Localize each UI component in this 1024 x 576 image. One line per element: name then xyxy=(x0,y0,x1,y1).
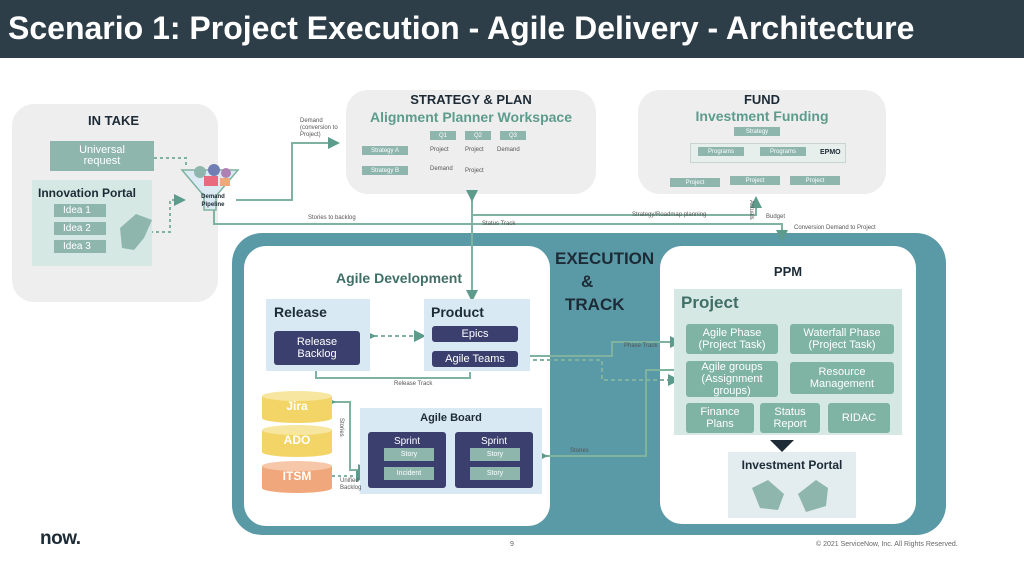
strategy-b-cell-1: Demand xyxy=(430,166,453,172)
stories-right-label: Stories xyxy=(570,448,589,454)
strategy-subtitle: Alignment Planner Workspace xyxy=(369,109,572,125)
demand-funnel-icon xyxy=(180,164,240,211)
quarter-q2: Q2 xyxy=(465,131,491,140)
title-bar xyxy=(0,0,1024,58)
strategy-b[interactable]: Strategy B xyxy=(362,166,408,175)
ppm-status-report[interactable]: Status Report xyxy=(760,403,820,433)
strategy-a-cell-1: Project xyxy=(430,147,449,153)
investment-portal-title: Investment Portal xyxy=(741,458,843,472)
ppm-agile-groups[interactable]: Agile groups (Assignment groups) xyxy=(686,361,778,397)
ppm-finance-plans[interactable]: Finance Plans xyxy=(686,403,754,433)
strategy-a-cell-3: Demand xyxy=(497,147,520,153)
fund-project-3: Project xyxy=(790,176,840,185)
demand-pipeline-label: Demand Pipeline xyxy=(201,194,225,208)
servicenow-logo: now. xyxy=(40,528,81,549)
fund-title: FUND xyxy=(743,92,781,107)
phase-track-label: Phase Track xyxy=(624,343,658,349)
agile-board-title: Agile Board xyxy=(420,412,482,424)
sprint-1-story[interactable]: Story xyxy=(384,448,434,461)
idea-2[interactable]: Idea 2 xyxy=(54,222,106,235)
sprint-2-story-2[interactable]: Story xyxy=(470,467,520,480)
actuals-label: Actuals xyxy=(748,200,754,220)
release-backlog-box[interactable]: Release Backlog xyxy=(274,331,360,365)
ppm-agile-phase[interactable]: Agile Phase (Project Task) xyxy=(686,324,778,354)
page-number: 9 xyxy=(510,541,514,548)
strategy-roadmap-label: Strategy/Roadmap planning xyxy=(632,212,707,218)
ppm-resource-management[interactable]: Resource Management xyxy=(790,362,894,394)
quarter-q3: Q3 xyxy=(500,131,526,140)
investment-portal-panel xyxy=(728,452,856,518)
epics-box[interactable]: Epics xyxy=(432,326,518,342)
sprint-2-story-1[interactable]: Story xyxy=(470,448,520,461)
execution-line-1: EXECUTION xyxy=(555,249,655,268)
stories-left-label: Stories xyxy=(338,418,344,437)
fund-project-2: Project xyxy=(730,176,780,185)
investment-portal-shapes-icon xyxy=(752,480,828,512)
fund-strategy: Strategy xyxy=(734,127,780,136)
fund-programs-2: Programs xyxy=(760,147,806,156)
portal-shape-icon xyxy=(120,214,152,250)
idea-3[interactable]: Idea 3 xyxy=(54,240,106,253)
strategy-panel xyxy=(346,90,596,194)
ppm-ridac[interactable]: RIDAC xyxy=(828,403,890,433)
sprint-1-title: Sprint xyxy=(393,436,421,447)
ado-cylinder xyxy=(262,425,332,457)
demand-conversion-label: Demand (conversion to Project) xyxy=(300,118,338,138)
release-track-label: Release Track xyxy=(394,381,433,387)
sprint-1-incident[interactable]: Incident xyxy=(384,467,434,480)
universal-request-box[interactable]: Universal request xyxy=(50,141,154,171)
stories-to-backlog-label: Stories to backlog xyxy=(308,215,356,221)
quarter-q1: Q1 xyxy=(430,131,456,140)
copyright: © 2021 ServiceNow, Inc. All Rights Reser… xyxy=(816,541,958,548)
epmo-label: EPMO xyxy=(820,149,841,156)
release-backlog-label: Release Backlog xyxy=(296,336,338,360)
unified-backlog-label: Unified Backlog xyxy=(340,478,362,491)
strategy-title: STRATEGY & PLAN xyxy=(410,92,532,107)
product-title: Product xyxy=(431,304,484,320)
budget-label: Budget xyxy=(766,214,786,220)
strategy-b-cell-2: Project xyxy=(465,168,484,174)
ppm-title: PPM xyxy=(773,264,803,279)
itsm-cylinder xyxy=(262,461,332,493)
fund-programs-1: Programs xyxy=(698,147,744,156)
jira-cylinder xyxy=(262,391,332,423)
intake-title: IN TAKE xyxy=(88,113,140,128)
fund-project-1: Project xyxy=(670,178,720,187)
status-track-label: Status Track xyxy=(482,221,516,227)
ado-label: ADO xyxy=(283,433,311,447)
fund-subtitle: Investment Funding xyxy=(695,108,829,124)
universal-request-label: Universal request xyxy=(79,144,125,167)
release-title: Release xyxy=(274,304,327,320)
itsm-label: ITSM xyxy=(282,469,312,483)
execution-line-3: TRACK xyxy=(565,295,625,314)
jira-label: Jira xyxy=(286,399,308,413)
execution-title: EXECUTION & TRACK xyxy=(555,247,665,316)
agile-teams-box[interactable]: Agile Teams xyxy=(432,351,518,367)
slide-title: Scenario 1: Project Execution - Agile De… xyxy=(8,10,915,46)
agile-title: Agile Development xyxy=(335,270,463,286)
strategy-a[interactable]: Strategy A xyxy=(362,146,408,155)
sprint-2-title: Sprint xyxy=(480,436,508,447)
strategy-a-cell-2: Project xyxy=(465,147,484,153)
ppm-waterfall-phase[interactable]: Waterfall Phase (Project Task) xyxy=(790,324,894,354)
project-title: Project xyxy=(681,293,739,312)
execution-line-2: & xyxy=(581,272,594,291)
idea-1[interactable]: Idea 1 xyxy=(54,204,106,217)
innovation-portal-title: Innovation Portal xyxy=(38,186,137,200)
conversion-demand-label: Conversion Demand to Project xyxy=(794,225,876,231)
